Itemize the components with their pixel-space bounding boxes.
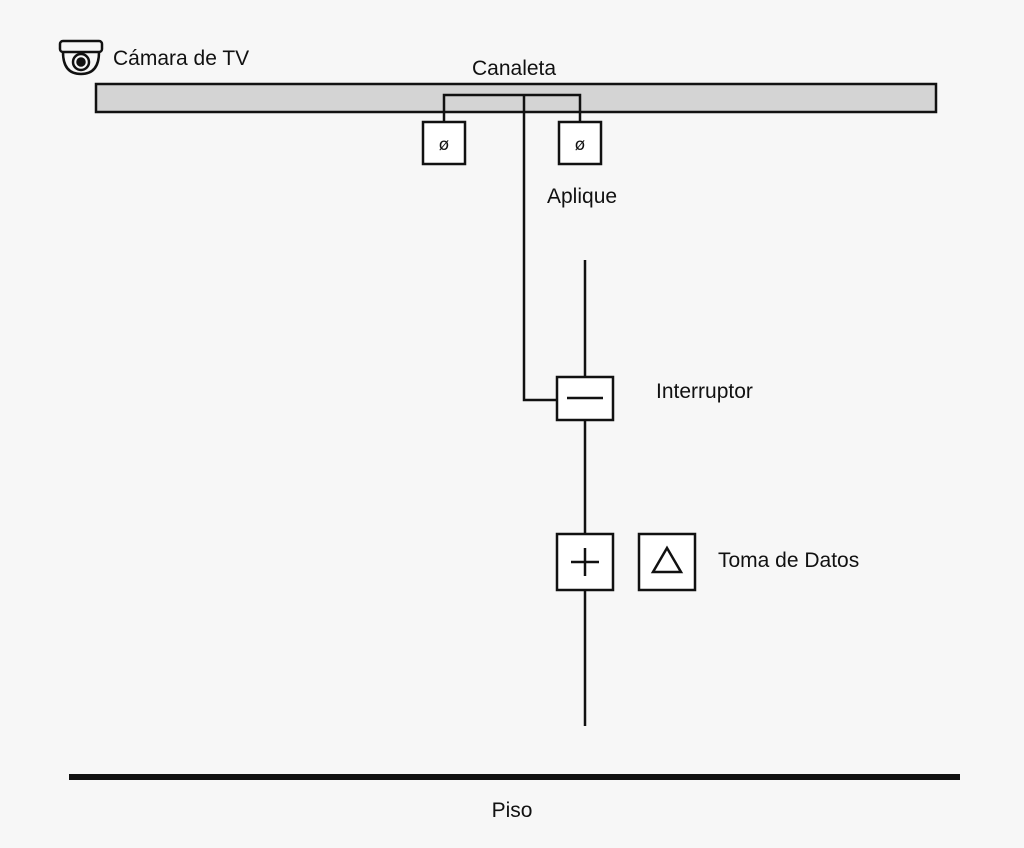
data-outlet-label: Toma de Datos <box>718 549 859 572</box>
sconce-symbol-right: ø <box>575 135 585 155</box>
camera-icon <box>58 39 104 76</box>
sconce-label: Aplique <box>547 185 617 208</box>
triangle-icon <box>650 545 684 574</box>
plus-icon <box>571 548 599 576</box>
sconce-box-right <box>557 120 603 166</box>
sconce-symbol-left: ø <box>439 135 449 155</box>
floor-label: Piso <box>492 799 533 822</box>
data-outlet-box <box>637 532 697 592</box>
switch-feed-line <box>522 95 557 402</box>
channel-bar <box>94 82 938 114</box>
sconce-box-left <box>421 120 467 166</box>
channel-label: Canaleta <box>472 57 556 80</box>
sconce-wiring <box>442 93 582 122</box>
switch-label: Interruptor <box>656 380 753 403</box>
camera-label: Cámara de TV <box>113 47 249 70</box>
